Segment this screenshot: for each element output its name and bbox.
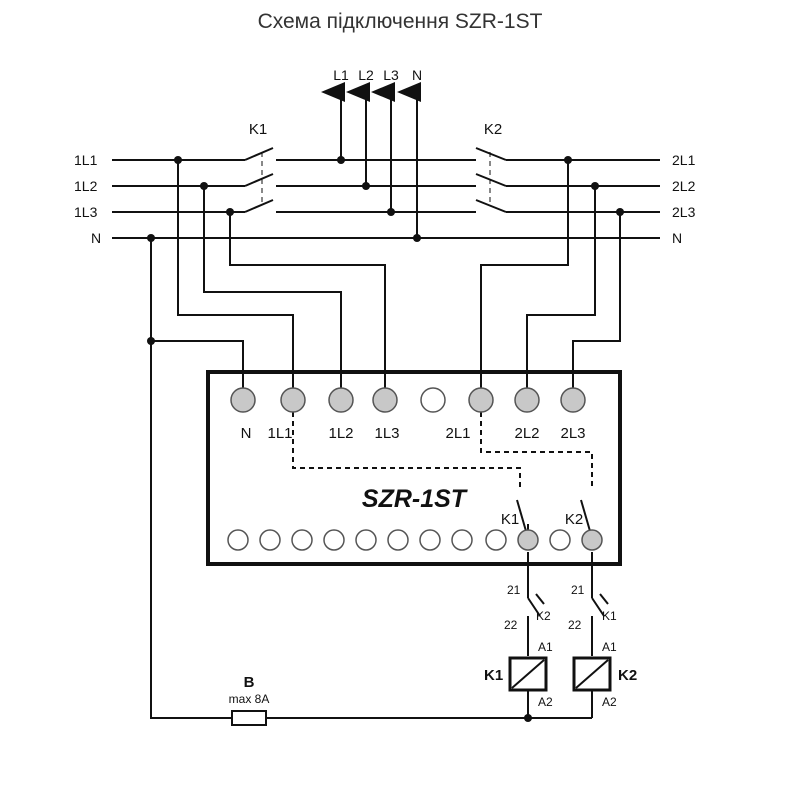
coil-k2-a2: A2	[602, 695, 617, 709]
terminal-label-2l2: 2L2	[514, 425, 539, 442]
terminal-2l2	[514, 387, 540, 413]
input1-l1-label: 1L1	[74, 152, 98, 168]
terminal-label-1l3: 1L3	[374, 425, 399, 442]
k2-contact-l3	[475, 199, 507, 213]
terminal-1l1	[280, 387, 306, 413]
relay-k1-label: K1	[501, 511, 519, 528]
relay-k2-label: K2	[565, 511, 583, 528]
coil-k1-a1: A1	[538, 640, 553, 654]
k1-contact-l3	[244, 199, 274, 213]
interlock-left-21: 21	[507, 583, 521, 597]
coil-k2-label: K2	[618, 667, 637, 684]
interlock-left-22: 22	[504, 618, 518, 632]
terminal-unused	[420, 387, 446, 413]
terminal-2l3	[560, 387, 586, 413]
terminal-label-1l1: 1L1	[267, 425, 292, 442]
terminal-1l2	[328, 387, 354, 413]
terminal-n	[230, 387, 256, 413]
device-name: SZR-1ST	[362, 485, 469, 513]
terminal-1l3	[372, 387, 398, 413]
contactor-k1-label: K1	[249, 121, 267, 138]
interlock-right-label: K1	[602, 609, 617, 623]
terminal-label-n: N	[241, 425, 252, 442]
input2-n-label: N	[672, 230, 682, 246]
input1-l2-label: 1L2	[74, 178, 98, 194]
output-l3-label: L3	[383, 67, 399, 83]
terminal-label-1l2: 1L2	[328, 425, 353, 442]
junction-dots	[147, 156, 624, 722]
k2-contact-l1	[475, 147, 507, 161]
k2-contact-l2	[475, 173, 507, 187]
k1-contact-l1	[244, 147, 274, 161]
output-n-label: N	[412, 67, 422, 83]
output-l2-label: L2	[358, 67, 374, 83]
input1-l3-label: 1L3	[74, 204, 98, 220]
interlock-right-21: 21	[571, 583, 585, 597]
terminal-2l1	[468, 387, 494, 413]
device-box	[206, 370, 622, 566]
input2-l2-label: 2L2	[672, 178, 696, 194]
input1-n-label: N	[91, 230, 101, 246]
coil-k1-a2: A2	[538, 695, 553, 709]
terminal-label-2l1: 2L1	[445, 425, 470, 442]
bottom-terminal-row	[227, 529, 603, 551]
fuse-rating: max 8A	[229, 692, 270, 706]
input2-l3-label: 2L3	[672, 204, 696, 220]
contactor-k2-label: K2	[484, 121, 502, 138]
k1-contact-l2	[244, 173, 274, 187]
terminal-label-2l3: 2L3	[560, 425, 585, 442]
output-l1-label: L1	[333, 67, 349, 83]
interlock-right-22: 22	[568, 618, 582, 632]
diagram-title: Схема підключення SZR-1ST	[257, 10, 543, 33]
coil-k2-a1: A1	[602, 640, 617, 654]
coil-k1-label: K1	[484, 667, 503, 684]
interlock-left-label: K2	[536, 609, 551, 623]
fuse-symbol	[231, 710, 267, 726]
input2-l1-label: 2L1	[672, 152, 696, 168]
fuse-label: B	[244, 674, 255, 691]
